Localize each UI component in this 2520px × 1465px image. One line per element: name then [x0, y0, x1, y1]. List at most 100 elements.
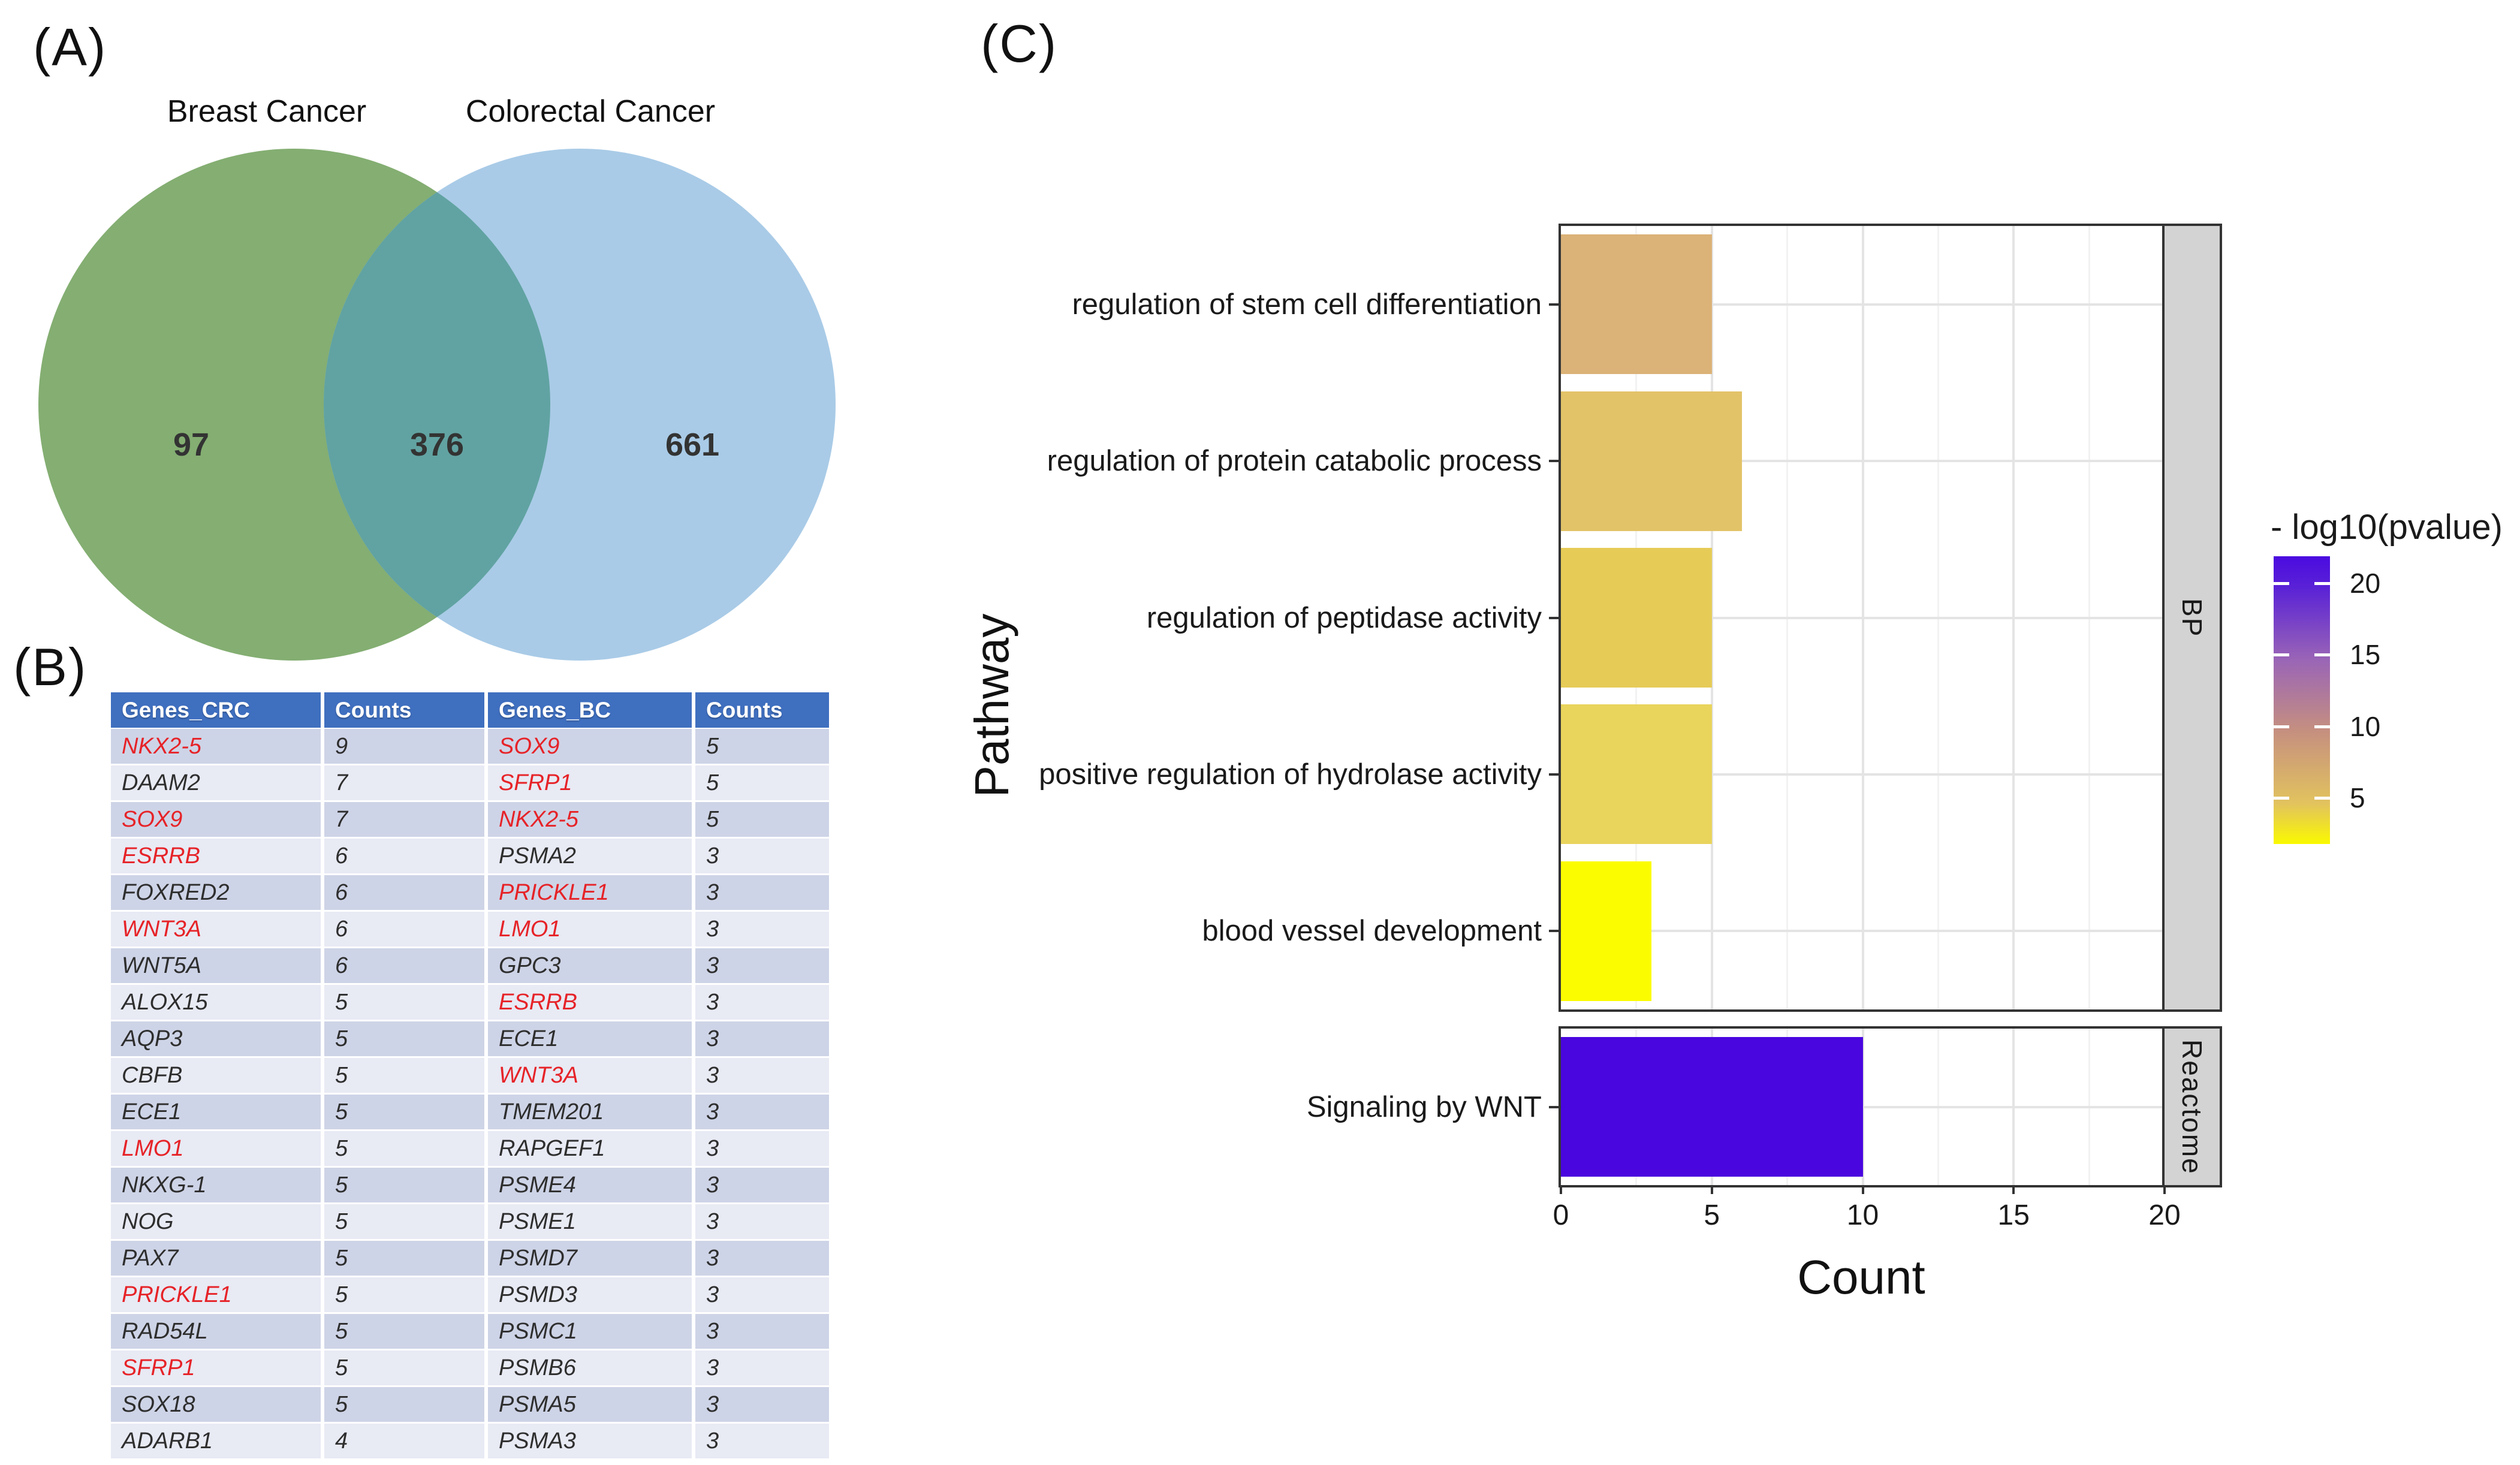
- venn-right-count: 661: [665, 426, 719, 463]
- table-cell-gene-crc: ECE1: [111, 1095, 321, 1129]
- table-cell-count-crc: 6: [324, 875, 484, 910]
- table-cell-count-crc: 5: [324, 1095, 484, 1129]
- legend-gradient-bar: [2274, 556, 2330, 844]
- pathway-bar-chart: BP regulation of stem cell differentiatio…: [935, 0, 2520, 1465]
- legend-tick-label: 5: [2350, 782, 2365, 814]
- legend-tick-label: 20: [2350, 567, 2380, 599]
- legend-tick-right: [2314, 582, 2330, 585]
- table-cell-gene-crc: SOX18: [111, 1387, 321, 1422]
- table-header-col4: Counts: [695, 692, 829, 728]
- y-tick-mark: [1549, 1106, 1559, 1108]
- x-tick-label: 0: [1553, 1199, 1569, 1232]
- table-cell-gene-bc: PSMA3: [488, 1424, 692, 1458]
- legend-tick-left: [2274, 653, 2289, 656]
- table-cell-gene-bc: PSME1: [488, 1204, 692, 1239]
- table-cell-gene-crc: FOXRED2: [111, 875, 321, 910]
- facet-strip-bp: BP: [2162, 224, 2222, 1012]
- facet-panel-reactome: [1559, 1026, 2167, 1187]
- table-cell-gene-bc: PSMD7: [488, 1241, 692, 1276]
- table-cell-count-crc: 5: [324, 1351, 484, 1385]
- venn-overlap-count: 376: [410, 426, 464, 463]
- pathway-tick-label: regulation of protein catabolic process: [1002, 444, 1542, 478]
- table-cell-gene-crc: SFRP1: [111, 1351, 321, 1385]
- table-cell-gene-crc: WNT5A: [111, 948, 321, 983]
- bar-bp-5: [1561, 861, 1651, 1001]
- x-tick-mark: [1862, 1185, 1864, 1194]
- table-cell-count-crc: 9: [324, 729, 484, 764]
- pathway-tick-label: positive regulation of hydrolase activit…: [1002, 758, 1542, 791]
- y-tick-mark: [1549, 303, 1559, 306]
- table-cell-gene-bc: TMEM201: [488, 1095, 692, 1129]
- table-cell-count-crc: 5: [324, 985, 484, 1020]
- table-cell-count-bc: 3: [695, 1387, 829, 1422]
- pathway-tick-label: regulation of peptidase activity: [1002, 601, 1542, 635]
- pathway-tick-label: Signaling by WNT: [1002, 1090, 1542, 1124]
- table-cell-count-crc: 5: [324, 1241, 484, 1276]
- table-cell-gene-bc: PSMC1: [488, 1314, 692, 1349]
- table-cell-count-crc: 5: [324, 1204, 484, 1239]
- legend-tick-right: [2314, 653, 2330, 656]
- table-cell-count-bc: 3: [695, 1204, 829, 1239]
- facet-strip-label: Reactome: [2176, 1039, 2208, 1175]
- legend-tick-left: [2274, 725, 2289, 728]
- bar-reactome-1: [1561, 1037, 1863, 1177]
- table-cell-gene-bc: PSMB6: [488, 1351, 692, 1385]
- y-tick-mark: [1549, 460, 1559, 462]
- table-cell-count-bc: 3: [695, 1314, 829, 1349]
- bar-bp-2: [1561, 391, 1742, 531]
- facet-strip-label: BP: [2176, 598, 2208, 637]
- x-tick-mark: [2163, 1185, 2166, 1194]
- table-cell-gene-bc: ESRRB: [488, 985, 692, 1020]
- x-axis-title: Count: [1797, 1250, 1925, 1305]
- x-tick-label: 5: [1704, 1199, 1720, 1232]
- table-cell-gene-bc: NKX2-5: [488, 802, 692, 837]
- x-tick-label: 10: [1847, 1199, 1879, 1232]
- table-cell-count-bc: 3: [695, 1241, 829, 1276]
- table-cell-count-crc: 7: [324, 765, 484, 800]
- table-cell-gene-bc: WNT3A: [488, 1058, 692, 1093]
- table-cell-gene-bc: PSMD3: [488, 1277, 692, 1312]
- legend-tick-left: [2274, 797, 2289, 800]
- table-header-col1: Genes_CRC: [111, 692, 321, 728]
- y-tick-mark: [1549, 617, 1559, 619]
- x-tick-label: 20: [2148, 1199, 2180, 1232]
- legend-tick-label: 15: [2350, 638, 2380, 671]
- bar-bp-4: [1561, 704, 1712, 844]
- table-cell-count-bc: 3: [695, 1424, 829, 1458]
- gridline-row: [1561, 930, 2165, 932]
- table-cell-count-bc: 3: [695, 875, 829, 910]
- table-cell-count-crc: 6: [324, 839, 484, 873]
- pathway-tick-label: regulation of stem cell differentiation: [1002, 288, 1542, 321]
- table-cell-gene-crc: PRICKLE1: [111, 1277, 321, 1312]
- table-cell-gene-crc: ADARB1: [111, 1424, 321, 1458]
- table-cell-count-bc: 3: [695, 1021, 829, 1056]
- table-cell-count-bc: 3: [695, 839, 829, 873]
- table-cell-gene-crc: ALOX15: [111, 985, 321, 1020]
- legend-tick-left: [2274, 582, 2289, 585]
- table-cell-count-bc: 5: [695, 729, 829, 764]
- table-cell-count-crc: 5: [324, 1131, 484, 1166]
- table-cell-gene-crc: NKX2-5: [111, 729, 321, 764]
- table-cell-count-bc: 3: [695, 1168, 829, 1202]
- table-cell-gene-crc: AQP3: [111, 1021, 321, 1056]
- x-tick-mark: [1560, 1185, 1562, 1194]
- table-cell-gene-crc: DAAM2: [111, 765, 321, 800]
- bar-bp-3: [1561, 548, 1712, 688]
- table-cell-gene-bc: PRICKLE1: [488, 875, 692, 910]
- legend-tick-right: [2314, 797, 2330, 800]
- table-cell-gene-bc: RAPGEF1: [488, 1131, 692, 1166]
- x-tick-mark: [1711, 1185, 1713, 1194]
- facet-panel-bp: [1559, 224, 2167, 1012]
- table-cell-gene-crc: ESRRB: [111, 839, 321, 873]
- table-cell-count-bc: 5: [695, 765, 829, 800]
- table-cell-gene-bc: PSME4: [488, 1168, 692, 1202]
- y-tick-mark: [1549, 773, 1559, 776]
- table-cell-gene-bc: GPC3: [488, 948, 692, 983]
- gene-counts-table: Genes_CRCCountsGenes_BCCountsNKX2-59SOX9…: [111, 692, 829, 1458]
- legend-tick-label: 10: [2350, 710, 2380, 743]
- venn-circles: [0, 84, 899, 719]
- venn-diagram: Breast Cancer Colorectal Cancer 97 376 6…: [0, 0, 899, 695]
- table-cell-count-bc: 3: [695, 1351, 829, 1385]
- venn-left-count: 97: [173, 426, 209, 463]
